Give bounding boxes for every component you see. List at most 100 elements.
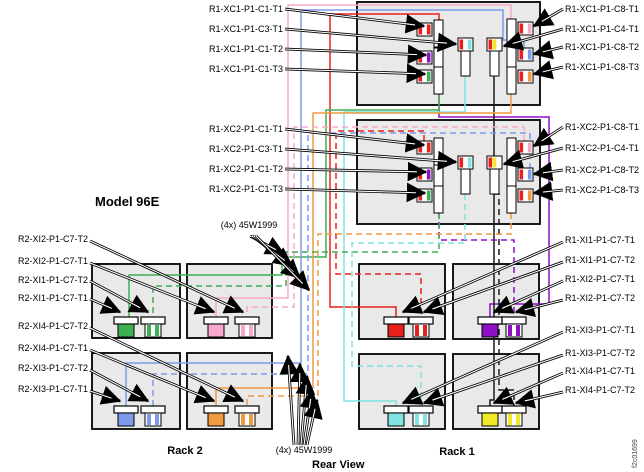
- port-label-xc1_left-2: R1-XC1-P1-C1-T2: [208, 44, 283, 54]
- label-arrow-core: [284, 48, 418, 56]
- figure-id: f2c01699: [632, 439, 639, 468]
- io-plug-stripe: [241, 325, 245, 336]
- port-label-rack1_ports-1: R1-XI1-P1-C7-T2: [565, 255, 636, 265]
- io-plug-cap: [140, 405, 166, 414]
- cec-port-stripe: [426, 24, 431, 35]
- label-arrow-core: [512, 28, 564, 45]
- cable-pink-solid: [215, 4, 512, 317]
- io-plug-body-solid: [117, 323, 135, 338]
- cec-port-socket: [489, 168, 500, 195]
- port-label-rack1_ports-4: R1-XI3-P1-C7-T1: [565, 325, 636, 335]
- label-arrow-core: [288, 364, 295, 446]
- io-plug-stripe: [155, 325, 159, 336]
- label-arrow-core: [541, 8, 564, 22]
- cable-cyan-solid: [343, 76, 466, 406]
- cec-port-stripe: [463, 157, 468, 168]
- cable-pink-dashed: [246, 126, 525, 317]
- io-plug-stripe: [423, 325, 427, 336]
- cec-port-stripe: [426, 190, 431, 201]
- cec-port-stripe: [426, 71, 431, 82]
- cec-port-stripe: [527, 23, 532, 34]
- label-arrow-core: [306, 408, 316, 446]
- label-arrow-core: [89, 349, 206, 399]
- cec-port-stripe: [496, 157, 501, 168]
- port-label-rack2_ports-5: R2-XI4-P1-C7-T1: [17, 343, 88, 353]
- cable-red-dashed: [335, 130, 425, 317]
- port-label-xc2_left-2: R1-XC2-P1-C1-T2: [208, 164, 283, 174]
- cec-port-stripe: [527, 142, 532, 153]
- io-plug-stripe: [508, 325, 512, 336]
- label-arrow-core: [502, 372, 564, 400]
- port-label-rack2_ports-0: R2-XI2-P1-C7-T2: [17, 234, 88, 244]
- port-label-xc1_right-1: R1-XC1-P1-C4-T1: [565, 24, 640, 34]
- label-arrow-core: [284, 68, 417, 75]
- io-plug-stripe: [249, 414, 253, 425]
- cable-orange-solid: [215, 94, 512, 406]
- port-label-xc1_left-0: R1-XC1-P1-C1-T1: [208, 4, 283, 14]
- label-arrow-core: [284, 168, 418, 173]
- port-label-rack2_ports-3: R2-XI1-P1-C7-T1: [17, 293, 88, 303]
- io-plug-cap: [234, 316, 260, 325]
- io-plug-body-solid: [387, 323, 405, 338]
- cec-port-stripe: [459, 157, 464, 168]
- cec-port-stripe: [527, 71, 532, 82]
- cec-port-stripe: [519, 190, 524, 201]
- io-plug-cap: [140, 316, 166, 325]
- cable-black-solid: [489, 76, 495, 406]
- cec-port-stripe: [426, 52, 431, 63]
- cec-port-stripe: [492, 157, 497, 168]
- io-plug-cap: [477, 316, 503, 325]
- port-label-rack2_ports-6: R2-XI3-P1-C7-T2: [17, 363, 88, 373]
- port-label-xc1_right-0: R1-XC1-P1-C8-T1: [565, 4, 640, 14]
- cec-port-stripe: [459, 39, 464, 50]
- port-label-xc2_left-0: R1-XC2-P1-C1-T1: [208, 124, 283, 134]
- label-arrow-core: [542, 66, 564, 73]
- cec-port-stripe: [523, 49, 528, 60]
- port-label-rack1_ports-5: R1-XI3-P1-C7-T2: [565, 348, 636, 358]
- io-enclosure-r2-xi4: [186, 352, 273, 430]
- cable-feature-note-bottom: (4x) 45W1999: [275, 445, 333, 455]
- cec-port-stripe: [523, 23, 528, 34]
- port-label-rack1_ports-2: R1-XI2-P1-C7-T1: [565, 274, 636, 284]
- port-label-xc2_right-1: R1-XC2-P1-C4-T1: [565, 143, 640, 153]
- label-arrow-core: [89, 298, 112, 309]
- cable-green-solid: [128, 94, 440, 317]
- io-plug-cap: [383, 405, 409, 414]
- io-plug-cap: [383, 316, 409, 325]
- io-plug-cap: [408, 316, 434, 325]
- port-label-rack2_ports-2: R2-XI1-P1-C7-T2: [17, 275, 88, 285]
- cec-port-stripe: [467, 39, 472, 50]
- cec-port-stripe: [519, 71, 524, 82]
- label-arrow-core: [432, 354, 564, 401]
- io-plug-stripe: [415, 325, 419, 336]
- io-plug-stripe: [423, 414, 427, 425]
- io-plug-cap: [408, 405, 434, 414]
- label-arrow-core: [524, 299, 564, 311]
- port-label-rack1_ports-0: R1-XI1-P1-C7-T1: [565, 235, 636, 245]
- label-arrow-core: [89, 390, 112, 399]
- io-plug-body-solid: [207, 412, 225, 427]
- cec-port-stripe: [467, 157, 472, 168]
- label-arrow-core: [524, 391, 564, 402]
- cable-red-solid: [329, 13, 440, 317]
- cec-port-stripe: [527, 169, 532, 180]
- label-arrow-core: [542, 46, 564, 53]
- port-label-xc1_right-3: R1-XC1-P1-C8-T3: [565, 62, 640, 72]
- label-arrow-core: [89, 262, 206, 310]
- io-plug-stripe: [508, 414, 512, 425]
- label-arrow-core: [542, 169, 564, 174]
- cec-port-stripe: [519, 142, 524, 153]
- io-plug-stripe: [516, 325, 520, 336]
- port-label-xc1_left-3: R1-XC1-P1-C1-T3: [208, 64, 283, 74]
- cec-port-stripe: [426, 142, 431, 153]
- cable-feature-note-top: (4x) 45W1999: [220, 220, 278, 230]
- port-label-rack2_ports-1: R2-XI2-P1-C7-T1: [17, 256, 88, 266]
- label-arrow-core: [284, 128, 416, 145]
- io-plug-stripe: [147, 414, 151, 425]
- label-arrow-core: [255, 235, 304, 284]
- cec-port-stripe: [523, 71, 528, 82]
- label-arrow-core: [89, 280, 141, 309]
- label-arrow-core: [432, 261, 564, 310]
- port-label-rack1_ports-3: R1-XI2-P1-C7-T2: [565, 293, 636, 303]
